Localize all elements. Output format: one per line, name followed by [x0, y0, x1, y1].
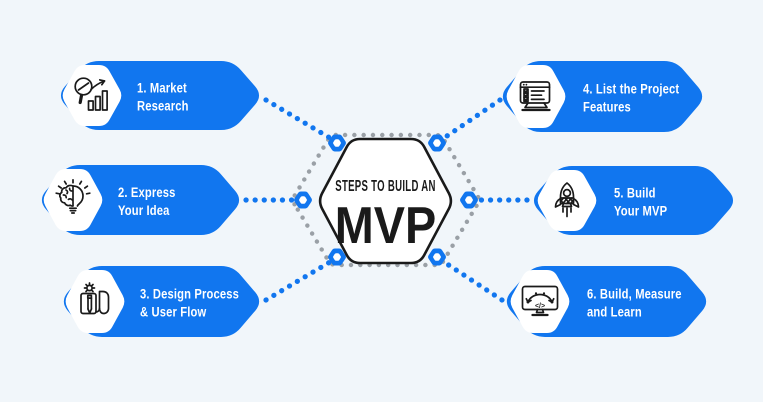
- step-pill-6: </> 6. Build, Measure and Learn: [506, 266, 707, 337]
- hex-node-lower-right: [428, 248, 446, 266]
- step-label-line1: 4. List the Project: [583, 81, 680, 96]
- center-hexagon: STEPS TO BUILD AN MVP: [318, 137, 453, 265]
- step-label-line1: 6. Build, Measure: [587, 286, 682, 301]
- step-label-line1: 5. Build: [614, 185, 656, 200]
- pill-badge-hexagon: [506, 65, 566, 128]
- connector-step3: [263, 259, 333, 303]
- market-research-icon: [74, 77, 108, 111]
- step-label-line1: 1. Market: [137, 80, 187, 95]
- step-pill-3: 3. Design Process & User Flow: [63, 266, 260, 337]
- project-features-icon: [519, 81, 551, 112]
- step-label-line2: Your Idea: [118, 203, 170, 218]
- hex-node-right: [460, 191, 478, 209]
- connector-step4: [441, 97, 503, 141]
- hex-node-left: [294, 191, 312, 209]
- hex-node-upper-left: [328, 134, 346, 152]
- design-process-icon: [80, 282, 110, 315]
- connector-step6: [441, 259, 505, 303]
- step-label-line2: Research: [137, 98, 189, 113]
- code-glyph-text: </>: [535, 303, 545, 310]
- step-label-line1: 3. Design Process: [140, 286, 239, 301]
- connector-step1: [263, 97, 333, 141]
- step-label-line2: and Learn: [587, 304, 642, 319]
- center-title-text: MVP: [335, 197, 436, 255]
- step-label-line2: & User Flow: [140, 304, 206, 319]
- step-pill-1: 1. Market Research: [60, 61, 260, 130]
- step-label-line1: 2. Express: [118, 185, 176, 200]
- step-label-line2: Your MVP: [614, 203, 668, 218]
- step-label-line2: Features: [583, 99, 631, 114]
- pill-badge-hexagon: [65, 270, 125, 333]
- center-kicker-text: STEPS TO BUILD AN: [335, 176, 436, 194]
- build-measure-learn-icon: </>: [521, 285, 559, 317]
- step-pill-2: 2. Express Your Idea: [41, 165, 240, 235]
- build-mvp-icon: [554, 182, 580, 218]
- center-hexagon-shape: [318, 137, 453, 265]
- step-pill-4: 4. List the Project Features: [502, 61, 703, 132]
- hex-node-lower-left: [328, 248, 346, 266]
- express-idea-icon: [55, 178, 91, 214]
- hex-node-upper-right: [428, 134, 446, 152]
- step-pill-5: 5. Build Your MVP: [533, 166, 734, 235]
